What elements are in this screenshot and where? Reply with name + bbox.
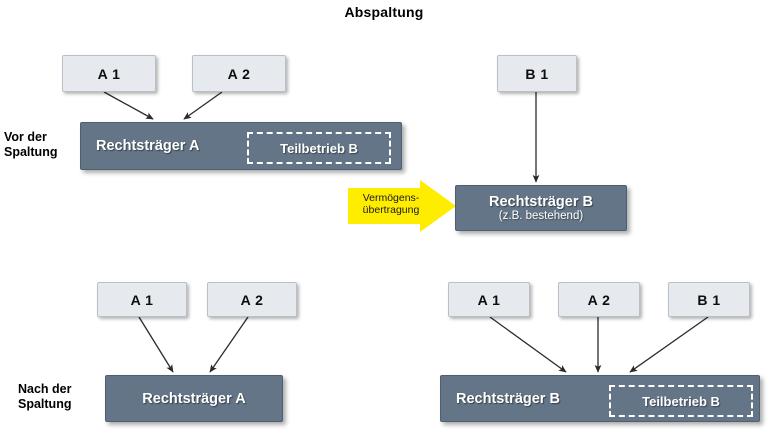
entity-after-rechtstraeger-a[interactable]: Rechtsträger A <box>105 375 283 422</box>
node-after-right-a1-label: A 1 <box>477 291 501 308</box>
arrow-after-left-a1 <box>138 316 174 373</box>
arrow-after-left-a2 <box>209 316 249 373</box>
entity-after-rechtstraeger-b[interactable]: Rechtsträger B Teilbetrieb B <box>440 375 760 422</box>
transfer-arrow-icon <box>348 180 456 232</box>
node-after-left-a1[interactable]: A 1 <box>97 282 187 317</box>
arrow-after-right-a1 <box>489 316 567 373</box>
node-before-a2[interactable]: A 2 <box>192 55 286 92</box>
entity-after-b-name: Rechtsträger B <box>456 390 560 407</box>
subunit-before-teilbetrieb-b[interactable]: Teilbetrieb B <box>247 132 391 164</box>
node-after-right-a1[interactable]: A 1 <box>448 282 530 317</box>
node-before-a1[interactable]: A 1 <box>62 55 156 92</box>
node-before-a1-label: A 1 <box>97 65 121 82</box>
node-before-a2-label: A 2 <box>227 65 251 82</box>
entity-before-rechtstraeger-b[interactable]: Rechtsträger B (z.B. bestehend) <box>455 185 627 231</box>
entity-before-a-name: Rechtsträger A <box>96 138 200 154</box>
node-after-right-a2[interactable]: A 2 <box>558 282 640 317</box>
entity-before-b-note: (z.B. bestehend) <box>498 210 584 222</box>
transfer-caption-line2: übertragung <box>362 204 420 216</box>
entity-before-b-name: Rechtsträger B <box>489 194 593 210</box>
entity-before-b-stack: Rechtsträger B (z.B. bestehend) <box>456 194 626 222</box>
phase-after-line2: Spaltung <box>18 397 72 411</box>
arrow-before-a1 <box>103 91 154 120</box>
arrow-before-a2 <box>183 91 223 120</box>
subunit-after-teilbetrieb-b[interactable]: Teilbetrieb B <box>609 385 753 417</box>
phase-before-line1: Vor der <box>4 130 47 144</box>
arrow-after-right-b1 <box>629 316 709 373</box>
node-after-left-a1-label: A 1 <box>130 291 154 308</box>
node-before-b1-label: B 1 <box>525 65 549 82</box>
node-after-right-b1-label: B 1 <box>697 291 721 308</box>
subunit-before-teilbetrieb-b-label: Teilbetrieb B <box>280 140 358 156</box>
phase-label-after: Nach der Spaltung <box>18 382 96 412</box>
subunit-after-teilbetrieb-b-label: Teilbetrieb B <box>642 393 720 409</box>
phase-label-before: Vor der Spaltung <box>4 130 76 160</box>
node-after-left-a2-label: A 2 <box>240 291 264 308</box>
phase-before-line2: Spaltung <box>4 145 58 159</box>
node-after-left-a2[interactable]: A 2 <box>207 282 297 317</box>
entity-after-a-name: Rechtsträger A <box>142 390 246 407</box>
node-before-b1[interactable]: B 1 <box>497 55 577 92</box>
node-after-right-a2-label: A 2 <box>587 291 611 308</box>
entity-before-rechtstraeger-a[interactable]: Rechtsträger A Teilbetrieb B <box>80 122 402 170</box>
transfer-caption: Vermögens- übertragung <box>352 192 430 216</box>
node-after-right-b1[interactable]: B 1 <box>668 282 750 317</box>
phase-after-line1: Nach der <box>18 382 72 396</box>
transfer-caption-line1: Vermögens- <box>362 192 420 204</box>
diagram-title: Abspaltung <box>344 4 424 20</box>
